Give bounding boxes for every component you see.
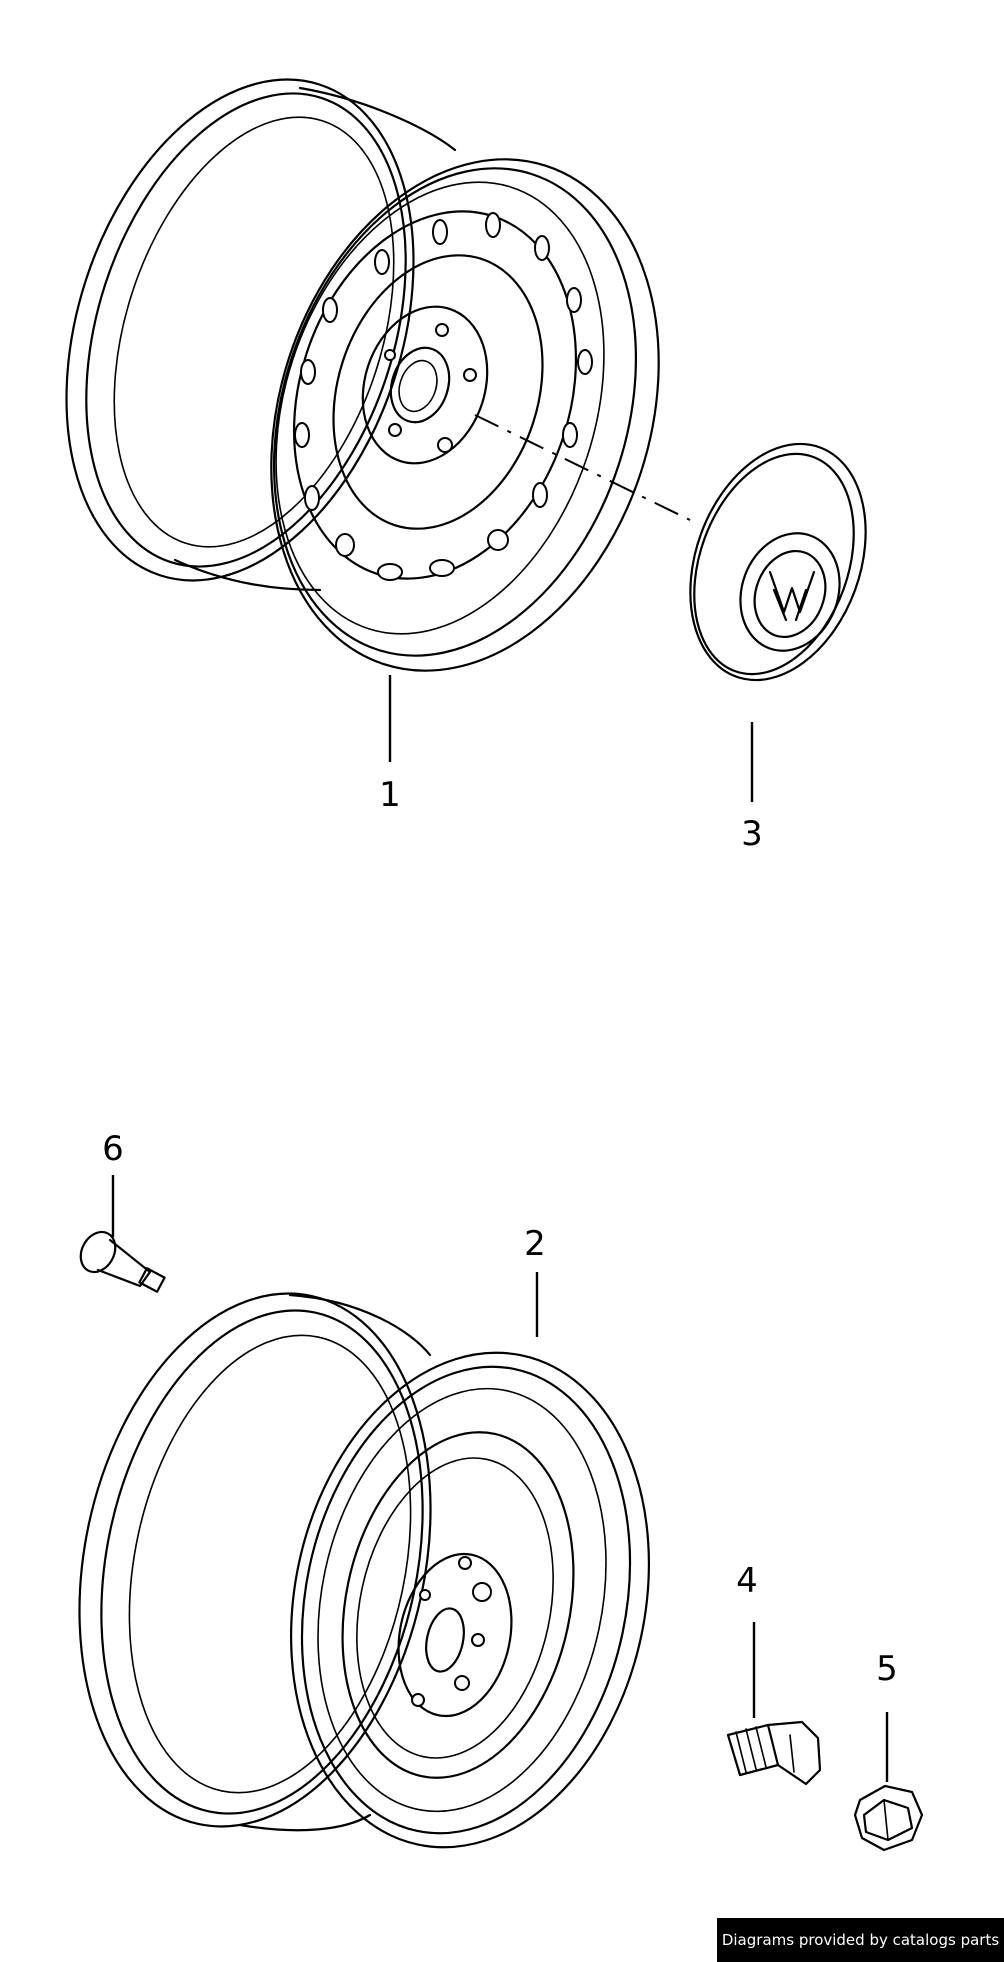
part-4-wheel-bolt-icon [726,1720,822,1786]
part-2-steel-wheel [78,1292,650,1849]
credit-banner: Diagrams provided by catalogs parts [717,1918,1004,1962]
callout-6: 6 [102,1129,124,1169]
callout-2: 2 [524,1224,546,1264]
callout-4: 4 [736,1561,758,1601]
callout-5: 5 [876,1649,898,1689]
ventilation-holes [294,212,593,581]
part-3-hub-cap [689,442,867,682]
callout-3: 3 [741,814,763,854]
part-6-tire-valve-icon [79,1230,166,1293]
part-1-steel-wheel [65,78,691,672]
vw-logo-icon [768,570,816,622]
part-5-bolt-cap-icon [853,1784,924,1852]
callout-1: 1 [379,775,401,815]
